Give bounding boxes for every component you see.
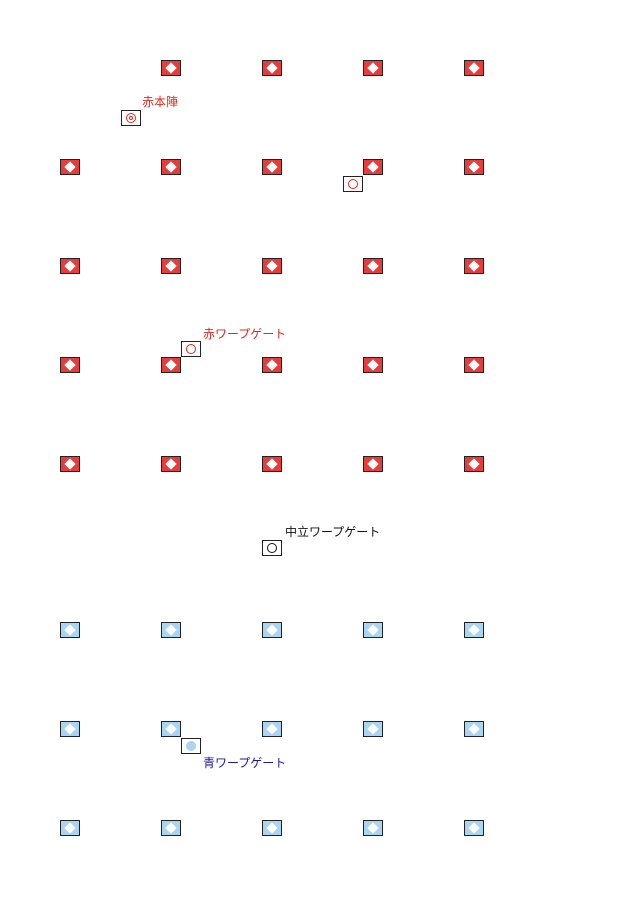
neutral-warp-gate-marker[interactable] bbox=[262, 540, 282, 556]
diamond-icon bbox=[367, 260, 379, 272]
diamond-icon bbox=[64, 822, 76, 834]
red-tile[interactable] bbox=[262, 258, 282, 274]
diamond-icon bbox=[165, 822, 177, 834]
red-tile[interactable] bbox=[161, 357, 181, 373]
diamond-icon bbox=[165, 359, 177, 371]
diamond-icon bbox=[266, 62, 278, 74]
red-tile[interactable] bbox=[262, 60, 282, 76]
red-tile[interactable] bbox=[464, 456, 484, 472]
diamond-icon bbox=[468, 822, 480, 834]
red-tile[interactable] bbox=[464, 159, 484, 175]
red-tile[interactable] bbox=[363, 456, 383, 472]
red-tile[interactable] bbox=[464, 258, 484, 274]
diamond-icon bbox=[165, 161, 177, 173]
diamond-icon bbox=[266, 359, 278, 371]
diamond-icon bbox=[367, 161, 379, 173]
diamond-icon bbox=[367, 723, 379, 735]
diamond-icon bbox=[468, 458, 480, 470]
diamond-icon bbox=[64, 359, 76, 371]
blue-tile[interactable] bbox=[464, 622, 484, 638]
red-tile[interactable] bbox=[363, 258, 383, 274]
red-tile[interactable] bbox=[60, 258, 80, 274]
blue-tile[interactable] bbox=[464, 820, 484, 836]
red-tile[interactable] bbox=[464, 60, 484, 76]
red-tile[interactable] bbox=[363, 60, 383, 76]
filled-circle-icon bbox=[186, 741, 196, 751]
blue-tile[interactable] bbox=[262, 820, 282, 836]
diamond-icon bbox=[266, 624, 278, 636]
diamond-icon bbox=[367, 822, 379, 834]
diamond-icon bbox=[64, 161, 76, 173]
diamond-icon bbox=[468, 260, 480, 272]
diamond-icon bbox=[468, 624, 480, 636]
diamond-icon bbox=[266, 161, 278, 173]
red-tile[interactable] bbox=[161, 258, 181, 274]
red-tile[interactable] bbox=[262, 456, 282, 472]
red-tile[interactable] bbox=[363, 357, 383, 373]
red-tile[interactable] bbox=[262, 357, 282, 373]
blue-tile[interactable] bbox=[363, 721, 383, 737]
blue-tile[interactable] bbox=[60, 721, 80, 737]
diamond-icon bbox=[266, 458, 278, 470]
diamond-icon bbox=[266, 260, 278, 272]
red-tile[interactable] bbox=[464, 357, 484, 373]
red-warp-gate-marker-2[interactable] bbox=[343, 176, 363, 192]
red-tile[interactable] bbox=[262, 159, 282, 175]
red-tile[interactable] bbox=[161, 60, 181, 76]
red-base-label: 赤本陣 bbox=[142, 95, 179, 109]
red-tile[interactable] bbox=[60, 456, 80, 472]
blue-tile[interactable] bbox=[161, 721, 181, 737]
double-circle-inner-icon bbox=[129, 116, 133, 120]
blue-warp-gate-marker[interactable] bbox=[181, 738, 201, 754]
red-tile[interactable] bbox=[161, 456, 181, 472]
blue-tile[interactable] bbox=[161, 820, 181, 836]
blue-tile[interactable] bbox=[262, 622, 282, 638]
neutral-warp-gate-label: 中立ワープゲート bbox=[285, 525, 381, 539]
diamond-icon bbox=[367, 458, 379, 470]
diamond-icon bbox=[367, 359, 379, 371]
diamond-icon bbox=[165, 62, 177, 74]
diamond-icon bbox=[468, 161, 480, 173]
diamond-icon bbox=[266, 723, 278, 735]
diamond-icon bbox=[468, 723, 480, 735]
circle-icon bbox=[348, 179, 358, 189]
red-base-marker[interactable] bbox=[121, 110, 141, 126]
diamond-icon bbox=[165, 458, 177, 470]
red-tile[interactable] bbox=[60, 159, 80, 175]
diamond-icon bbox=[367, 62, 379, 74]
diamond-icon bbox=[165, 624, 177, 636]
blue-tile[interactable] bbox=[60, 820, 80, 836]
blue-tile[interactable] bbox=[363, 820, 383, 836]
diamond-icon bbox=[165, 723, 177, 735]
diamond-icon bbox=[64, 723, 76, 735]
blue-warp-gate-label: 青ワープゲート bbox=[203, 756, 287, 770]
circle-icon bbox=[267, 543, 277, 553]
red-warp-gate-label: 赤ワープゲート bbox=[203, 327, 287, 341]
diamond-icon bbox=[266, 822, 278, 834]
diamond-icon bbox=[64, 260, 76, 272]
blue-tile[interactable] bbox=[60, 622, 80, 638]
red-warp-gate-marker[interactable] bbox=[181, 341, 201, 357]
circle-icon bbox=[186, 344, 196, 354]
diamond-icon bbox=[367, 624, 379, 636]
blue-tile[interactable] bbox=[161, 622, 181, 638]
blue-tile[interactable] bbox=[262, 721, 282, 737]
diamond-icon bbox=[64, 624, 76, 636]
double-circle-icon bbox=[126, 113, 136, 123]
diamond-icon bbox=[468, 359, 480, 371]
blue-tile[interactable] bbox=[363, 622, 383, 638]
red-tile[interactable] bbox=[363, 159, 383, 175]
diamond-icon bbox=[165, 260, 177, 272]
red-tile[interactable] bbox=[60, 357, 80, 373]
diamond-icon bbox=[468, 62, 480, 74]
red-tile[interactable] bbox=[161, 159, 181, 175]
blue-tile[interactable] bbox=[464, 721, 484, 737]
diamond-icon bbox=[64, 458, 76, 470]
